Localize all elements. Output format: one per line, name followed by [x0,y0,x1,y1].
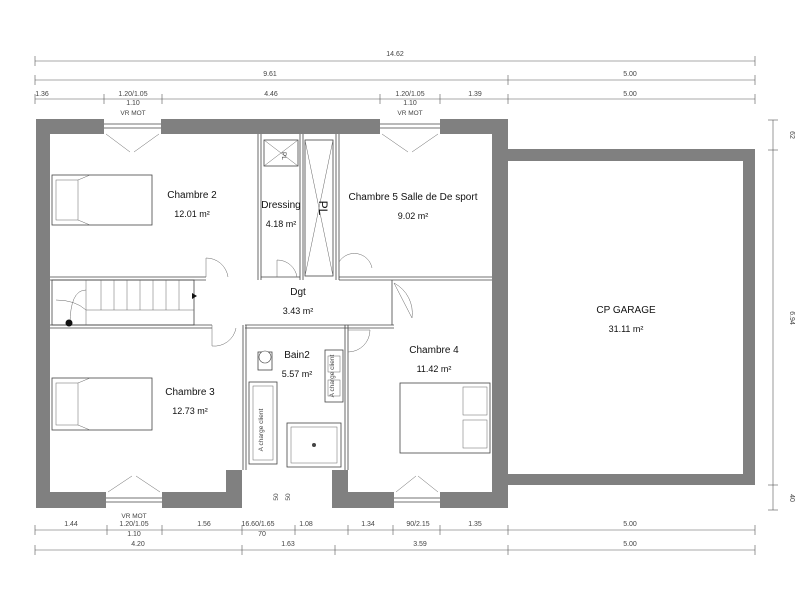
placard-small [263,139,299,167]
dim-bottom-seg8: 1.35 [468,521,482,528]
dim-bottom-seg6: 1.34 [361,521,375,528]
dim-top-seg5: 1.39 [468,91,482,98]
dim-top-sub2: 1.10 [403,100,417,107]
room-area-chambre-3: 12.73 m² [172,406,208,416]
bed-chambre-4 [399,382,491,454]
room-name-chambre-4: Chambre 4 [409,345,459,356]
window-label-bottom: VR MOT [121,513,146,520]
dim-right-bottom: 40 [788,494,795,502]
charge-client-label-vanity: A charge client [329,354,336,397]
bed-chambre-2 [51,174,153,226]
stair-gap-dim-1: 50 [273,493,280,501]
charge-client-label-bath: A charge client [258,408,265,451]
room-name-garage: CP GARAGE [596,305,656,316]
dim-right-top: 62 [788,131,795,139]
dim-bottom2-seg3: 3.59 [413,541,427,548]
dim-bottom-seg7: 90/2.15 [406,521,429,528]
stair-gap-dim-2: 50 [285,493,292,501]
room-name-chambre-3: Chambre 3 [165,387,215,398]
room-area-chambre-4: 11.42 m² [417,364,452,374]
room-name-bain2: Bain2 [284,350,310,361]
dim-bottom2-seg2: 1.63 [281,541,295,548]
dim-house-width: 9.61 [263,71,277,78]
shower [286,422,342,468]
bathtub [248,381,278,465]
window-label-top-right: VR MOT [397,110,422,117]
dim-top-seg4: 1.20/1.05 [395,91,424,98]
dim-top-sub1: 1.10 [126,100,140,107]
room-area-dressing: 4.18 m² [266,219,297,229]
room-area-garage: 31.11 m² [609,324,644,334]
doors [205,253,413,353]
room-area-bain2: 5.57 m² [282,369,313,379]
dim-bottom-seg1: 1.44 [64,521,78,528]
dim-top-seg2: 1.20/1.05 [118,91,147,98]
room-name-dressing: Dressing [261,200,300,211]
dim-total-width: 14.62 [386,51,404,58]
dim-bottom2-seg4: 5.00 [623,541,637,548]
partitions [50,134,492,470]
dim-top-seg6: 5.00 [623,91,637,98]
room-name-dgt: Dgt [290,287,306,298]
room-area-dgt: 3.43 m² [283,306,314,316]
dim-bottom-seg4: 16.60/1.65 [241,521,274,528]
staircase [55,280,197,327]
dim-bottom-seg2: 1.20/1.05 [119,521,148,528]
room-labels: Chambre 2 12.01 m² Dressing 4.18 m² Cham… [165,190,656,416]
top-dimensions: 14.62 9.61 5.00 1.36 1.20/1.05 4.46 1.20… [34,51,756,117]
placard-large [304,139,334,277]
windows [104,123,440,503]
dim-bottom-seg5: 1.08 [299,521,313,528]
placard-label-small: PL [280,152,287,160]
room-area-chambre-2: 12.01 m² [174,209,210,219]
dim-bottom-seg3: 1.56 [197,521,211,528]
dim-top-seg1: 1.36 [35,91,49,98]
room-area-chambre-5: 9.02 m² [398,211,429,221]
bed-chambre-3 [51,377,153,431]
dim-bottom2-seg1: 4.20 [131,541,145,548]
walls [36,119,755,508]
dim-bottom-seg9: 5.00 [623,521,637,528]
dim-right-height: 6.94 [788,311,795,325]
window-label-top-left: VR MOT [120,110,145,117]
vanity [324,349,344,403]
dim-garage-width-top: 5.00 [623,71,637,78]
dim-bottom-sub1: 1.10 [127,531,141,538]
room-name-chambre-2: Chambre 2 [167,190,217,201]
right-dimensions: 62 6.94 40 [768,119,795,511]
dim-top-seg3: 4.46 [264,91,278,98]
dim-bottom-sub2: 70 [258,531,266,538]
bottom-dimensions: 1.44 1.20/1.05 1.56 16.60/1.65 1.08 1.34… [34,513,756,555]
room-name-chambre-5: Chambre 5 Salle de De sport [349,192,478,203]
placard-label-large: PL [316,201,330,216]
furniture [51,139,491,468]
